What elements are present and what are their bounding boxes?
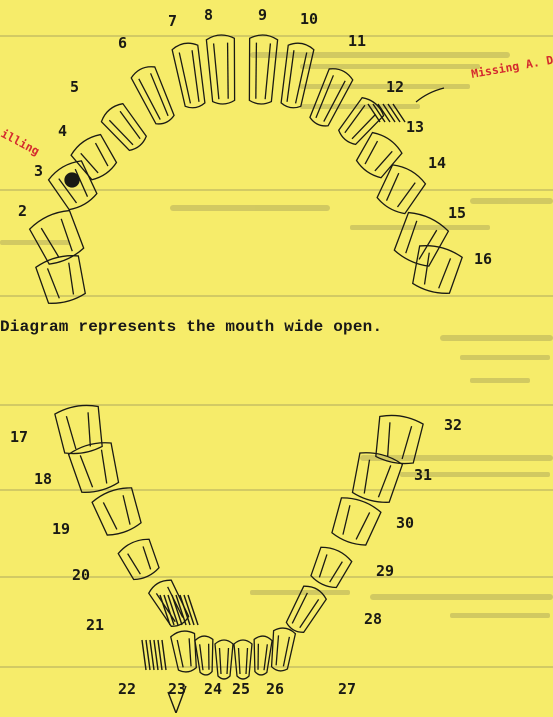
lower-tooth-outline: [215, 640, 233, 679]
upper-tooth-outline: [246, 34, 278, 104]
tooth-number: 31: [414, 466, 432, 484]
tooth-number: 21: [86, 616, 104, 634]
upper-tooth-outline: [334, 95, 386, 149]
lower-tooth-outline: [268, 627, 296, 673]
upper-arch: [28, 34, 463, 307]
tooth-number: 6: [118, 34, 127, 52]
tooth-number: 32: [444, 416, 462, 434]
tooth-number: 23: [168, 680, 186, 698]
tooth-number: 20: [72, 566, 90, 584]
lower-tooth-outline: [252, 635, 273, 675]
tooth-number: 24: [204, 680, 222, 698]
upper-tooth-outline: [306, 65, 354, 129]
tooth-number: 12: [386, 78, 404, 96]
tooth-number: 17: [10, 428, 28, 446]
tooth-number: 26: [266, 680, 284, 698]
upper-tooth-outline: [352, 129, 404, 182]
lower-tooth-outline: [328, 494, 382, 549]
tooth-number: 13: [406, 118, 424, 136]
tooth-number: 29: [376, 562, 394, 580]
tooth-number: 2: [18, 202, 27, 220]
tooth-number: 28: [364, 610, 382, 628]
upper-tooth-outline: [35, 252, 89, 307]
tooth-number: 25: [232, 680, 250, 698]
tooth-number: 14: [428, 154, 446, 172]
tooth-number: 9: [258, 6, 267, 24]
upper-tooth-outline: [409, 242, 463, 297]
tooth-number: 11: [348, 32, 366, 50]
tooth-number: 7: [168, 12, 177, 30]
upper-tooth-outline: [99, 101, 151, 155]
upper-tooth-outline: [390, 209, 450, 270]
tooth-number: 19: [52, 520, 70, 538]
tooth-number: 4: [58, 122, 67, 140]
tooth-number: 27: [338, 680, 356, 698]
leader-line-12: [416, 88, 444, 102]
upper-tooth-outline: [206, 34, 238, 104]
stamp-left: illing: [0, 126, 42, 158]
tooth-number: 10: [300, 10, 318, 28]
tooth-number: 30: [396, 514, 414, 532]
stamp-left-text: illing: [0, 126, 42, 158]
lower-tooth-outline: [234, 640, 252, 679]
tooth-number: 5: [70, 78, 79, 96]
upper-tooth-outline: [278, 41, 315, 110]
upper-tooth-outline: [130, 63, 178, 127]
lower-arch: [54, 403, 424, 679]
diagram-caption: Diagram represents the mouth wide open.: [0, 318, 382, 336]
tooth-number: 15: [448, 204, 466, 222]
tooth-number: 3: [34, 162, 43, 180]
decay-mark: [65, 173, 79, 187]
lower-tooth-outline: [91, 484, 145, 539]
upper-tooth-outline: [171, 41, 208, 110]
tooth-number: 16: [474, 250, 492, 268]
tooth-number: 8: [204, 6, 213, 24]
tooth-number: 18: [34, 470, 52, 488]
lower-tooth-outline: [195, 635, 216, 675]
tooth-number: 22: [118, 680, 136, 698]
lower-tooth-outline: [307, 544, 353, 592]
hatched-tooth-21-22: [142, 595, 198, 670]
